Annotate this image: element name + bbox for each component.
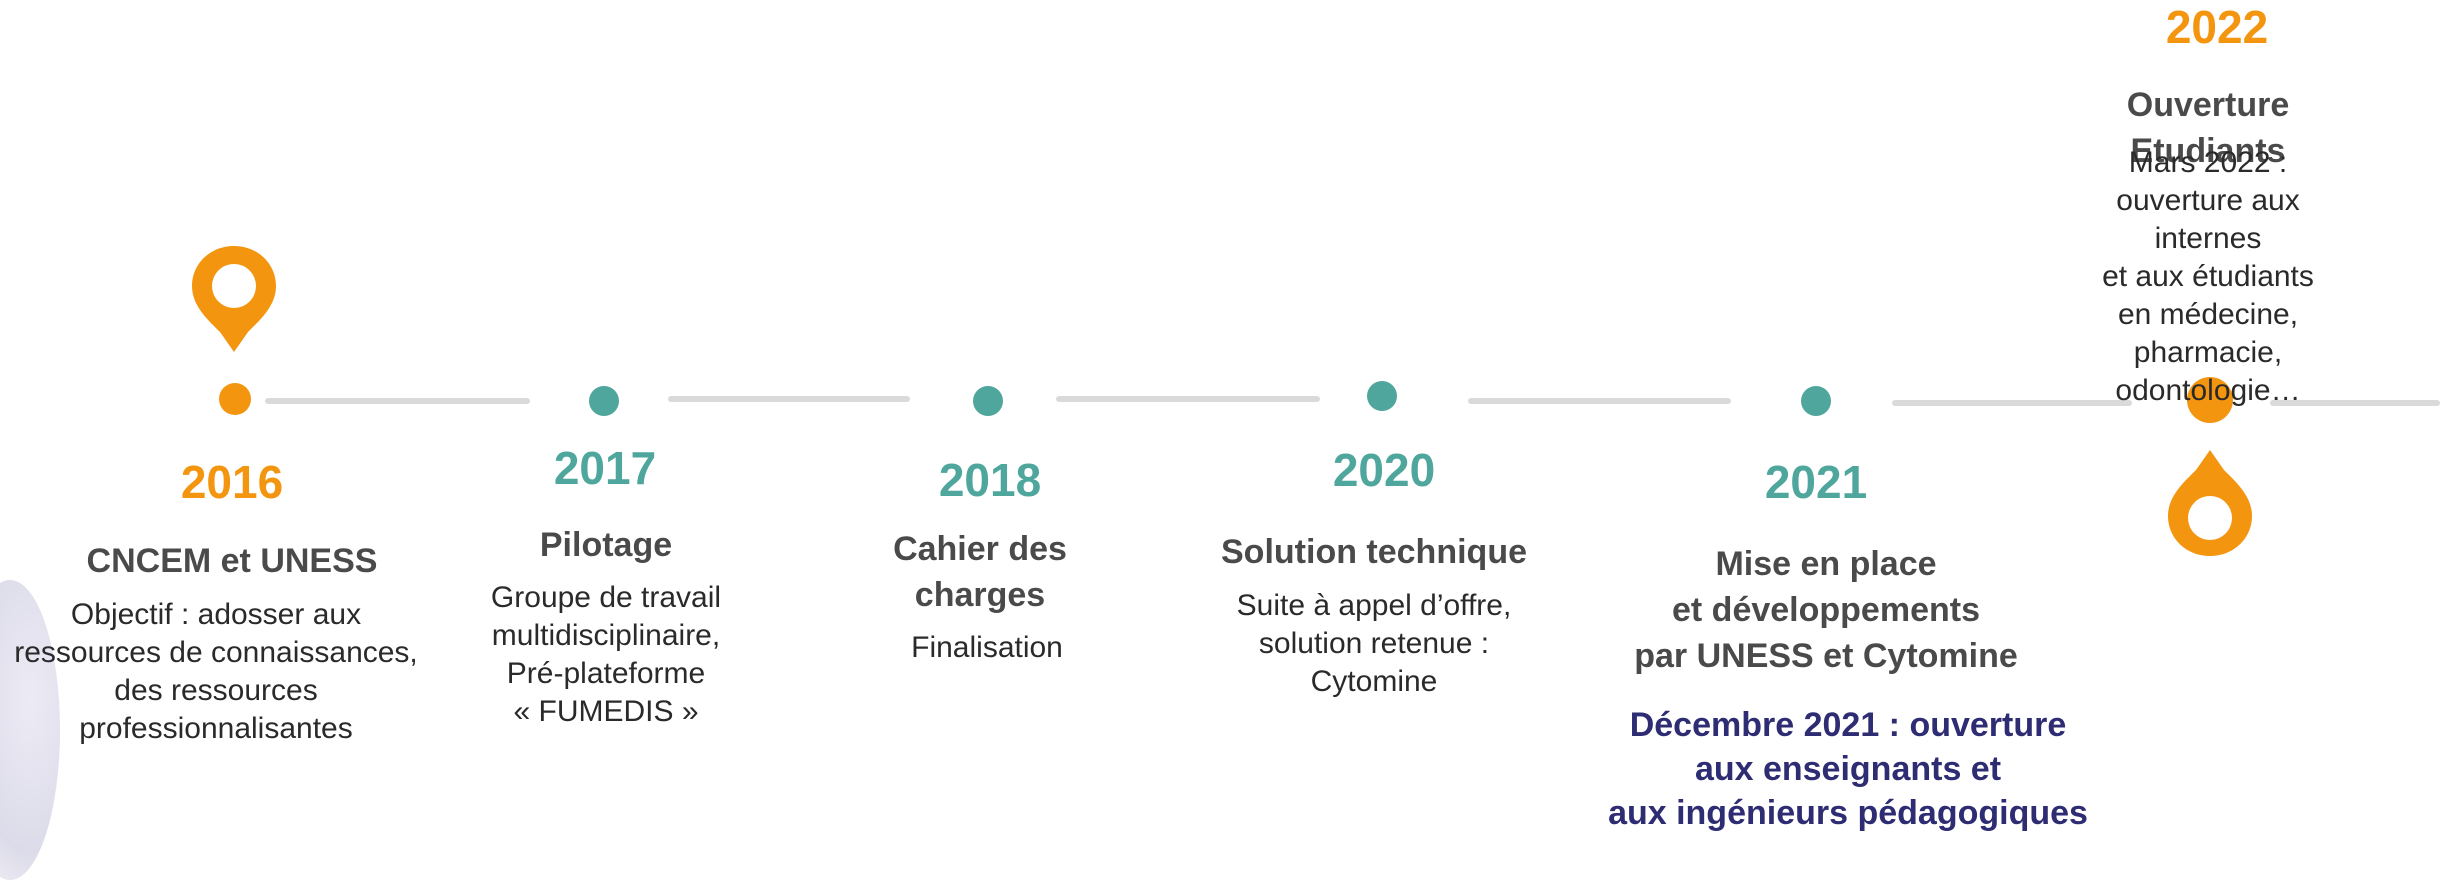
milestone-title-2020: Solution technique xyxy=(1221,533,1527,571)
timeline-dot-2022 xyxy=(2187,377,2233,423)
milestone-title-2016: CNCEM et UNESS xyxy=(86,542,378,580)
timeline-segment xyxy=(1468,398,1731,404)
milestone-description-2022: Mars 2022 : ouverture aux internes et au… xyxy=(2102,146,2314,407)
milestone-description-2017: Groupe de travail multidisciplinaire, Pr… xyxy=(490,581,722,728)
timeline-segment xyxy=(668,396,910,402)
milestone-highlight-2021: Décembre 2021 : ouverture aux enseignant… xyxy=(1608,706,2088,832)
milestone-description-2018: Finalisation xyxy=(911,631,1063,664)
milestone-description-2016: Objectif : adosser aux ressources de con… xyxy=(14,598,418,745)
year-label-2018: 2018 xyxy=(938,454,1042,506)
timeline-dot-2016 xyxy=(219,383,251,415)
timeline-dot-2021 xyxy=(1801,386,1831,416)
year-label-2017: 2017 xyxy=(553,442,657,494)
location-pin-icon xyxy=(192,246,276,352)
timeline-dot-2018 xyxy=(973,386,1003,416)
milestone-title-2018: Cahier des charges xyxy=(893,530,1067,614)
timeline-dot-2020 xyxy=(1367,381,1397,411)
milestone-title-2021: Mise en place et développements par UNES… xyxy=(1634,545,2018,675)
location-pin-inverted-icon xyxy=(2168,450,2252,556)
milestone-title-2022: Ouverture Etudiants xyxy=(2126,86,2290,170)
year-label-2022: 2022 xyxy=(2165,1,2269,53)
timeline-segment xyxy=(1056,396,1320,402)
timeline-segment xyxy=(2270,400,2440,406)
timeline-segment xyxy=(265,398,530,404)
timeline-segment xyxy=(1892,400,2132,406)
milestone-description-2020: Suite à appel d’offre, solution retenue … xyxy=(1236,589,1512,698)
milestone-title-2017: Pilotage xyxy=(539,526,673,564)
year-label-2016: 2016 xyxy=(180,456,284,508)
year-label-2021: 2021 xyxy=(1764,456,1868,508)
year-label-2020: 2020 xyxy=(1332,444,1436,496)
timeline-dot-2017 xyxy=(589,386,619,416)
